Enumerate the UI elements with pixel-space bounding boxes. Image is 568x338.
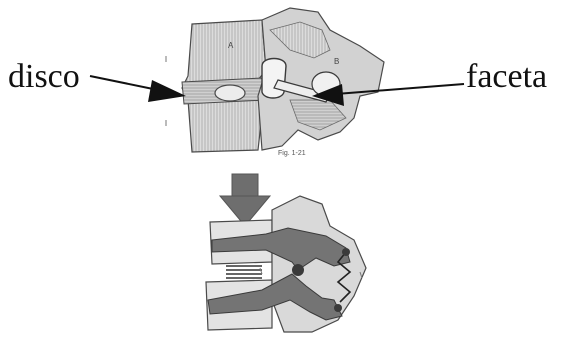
fulcrum-pivot [292, 264, 304, 276]
facet-label: faceta [466, 60, 547, 94]
disc-arrow [90, 76, 186, 102]
disc-label: disco [8, 60, 80, 94]
facet-arrow [312, 84, 464, 106]
vertebra-letter-a: A [228, 41, 234, 50]
compression-arrow [220, 174, 270, 226]
nucleus-pulposus [215, 85, 245, 101]
figure-caption: Fig. 1-21 [278, 150, 306, 157]
disc-spring [226, 266, 262, 278]
intervertebral-foramen [262, 59, 286, 99]
vertebra-letter-b: B [334, 57, 339, 66]
top-vertebra-illustration [166, 8, 384, 152]
bottom-vertebra-illustration [206, 196, 366, 332]
